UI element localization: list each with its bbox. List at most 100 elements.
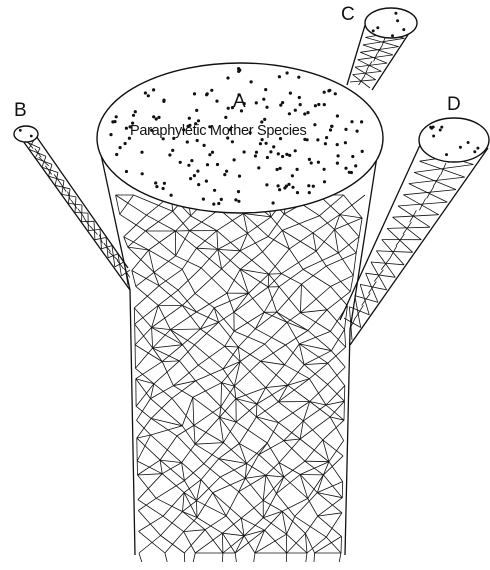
mesh-line xyxy=(195,269,222,294)
mesh-line xyxy=(225,346,240,361)
mesh-line xyxy=(340,195,365,215)
mesh-line xyxy=(285,344,300,365)
individual-dot xyxy=(140,151,143,154)
mesh-line xyxy=(288,379,310,386)
individual-dot xyxy=(263,118,266,121)
individual-dot xyxy=(317,103,320,106)
individual-dot xyxy=(324,142,327,145)
mesh-line xyxy=(240,237,268,251)
trunk-right-edge xyxy=(345,150,378,555)
individual-dot xyxy=(217,202,220,205)
mesh-line xyxy=(323,440,343,456)
mesh-line xyxy=(344,195,363,218)
individual-dot xyxy=(238,175,241,178)
individual-dot xyxy=(125,127,128,130)
mesh-line xyxy=(222,251,241,269)
individual-dot xyxy=(310,161,313,164)
mesh-line xyxy=(287,322,308,330)
individual-dot xyxy=(196,139,199,142)
mesh-line xyxy=(120,195,134,214)
individual-dot xyxy=(234,198,237,201)
mesh-line xyxy=(350,275,353,291)
mesh-line xyxy=(371,262,404,265)
individual-dot xyxy=(336,114,339,117)
mesh-line xyxy=(196,369,224,381)
mesh-line xyxy=(165,532,184,553)
mesh-line xyxy=(303,421,323,440)
mesh-line xyxy=(205,516,226,530)
label-d: D xyxy=(447,95,461,114)
mesh-line xyxy=(338,237,359,253)
mesh-line xyxy=(139,536,161,554)
individual-dot xyxy=(162,187,165,190)
mesh-line xyxy=(282,230,289,249)
mesh-line xyxy=(116,195,120,214)
label-a: A xyxy=(233,92,246,111)
individual-dot xyxy=(473,150,476,153)
individual-dot xyxy=(193,92,196,95)
individual-dot xyxy=(269,150,272,153)
mesh-line xyxy=(239,417,256,444)
mesh-line xyxy=(182,305,200,329)
individual-dot xyxy=(223,173,226,176)
mesh-line xyxy=(158,305,170,329)
mesh-line xyxy=(330,417,344,441)
species-c-ellipse xyxy=(365,8,417,38)
mesh-line xyxy=(267,443,279,463)
mesh-line xyxy=(266,475,284,477)
individual-dot xyxy=(344,167,347,170)
individual-dot xyxy=(459,146,462,149)
individual-dot xyxy=(197,119,200,122)
mesh-line xyxy=(263,475,266,500)
mesh-line xyxy=(205,530,223,553)
mesh-line xyxy=(197,501,198,518)
mesh-line xyxy=(414,172,456,189)
mesh-line xyxy=(309,379,326,405)
mesh-line xyxy=(300,284,301,313)
mesh-line xyxy=(307,537,326,553)
individual-dot xyxy=(288,154,291,157)
mesh-line xyxy=(182,444,196,462)
individual-dot xyxy=(266,156,269,159)
individual-dot xyxy=(155,185,158,188)
individual-dot xyxy=(285,153,288,156)
mesh-line xyxy=(350,80,376,82)
mesh-line xyxy=(345,330,346,348)
individual-dot xyxy=(402,28,405,31)
mesh-line xyxy=(303,269,330,286)
individual-dot xyxy=(336,143,339,146)
mesh-line xyxy=(198,346,224,365)
mesh-line xyxy=(136,406,151,418)
mesh-line xyxy=(193,553,195,562)
mesh-line xyxy=(238,347,240,362)
individual-dot xyxy=(237,70,240,73)
mesh-line xyxy=(219,322,239,347)
individual-dot xyxy=(372,29,375,32)
mesh-line xyxy=(304,365,328,385)
mesh-line xyxy=(317,493,342,513)
mesh-line xyxy=(35,149,41,158)
mesh-line xyxy=(197,231,217,249)
individual-dot xyxy=(206,92,209,95)
mesh-line xyxy=(220,477,239,492)
mesh-line xyxy=(340,215,359,237)
mesh-line xyxy=(152,328,183,345)
mesh-line xyxy=(193,383,222,398)
individual-dot xyxy=(254,154,257,157)
individual-dot xyxy=(299,103,302,106)
mesh-line xyxy=(183,493,185,512)
mesh-line xyxy=(160,460,182,463)
individual-dot xyxy=(237,200,240,203)
individual-dot xyxy=(278,75,281,78)
mesh-line xyxy=(266,463,279,476)
mesh-line xyxy=(420,161,465,177)
mesh-line xyxy=(194,407,221,426)
mesh-line xyxy=(329,462,343,482)
mesh-line xyxy=(165,553,167,562)
individual-dot xyxy=(220,198,223,201)
mesh-line xyxy=(184,530,206,532)
mesh-line xyxy=(295,493,318,517)
individual-dot xyxy=(467,141,470,144)
mesh-line xyxy=(197,312,219,322)
individual-dot xyxy=(226,76,229,79)
